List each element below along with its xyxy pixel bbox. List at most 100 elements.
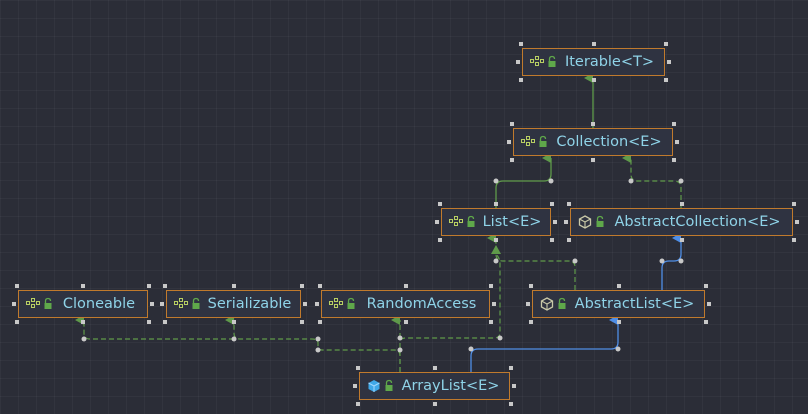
node-serializable[interactable]: Serializable <box>166 290 301 318</box>
lock-icon <box>43 297 53 311</box>
selection-handle[interactable] <box>318 320 322 324</box>
selection-handle[interactable] <box>516 60 520 64</box>
interface-icon <box>448 214 464 230</box>
selection-handle[interactable] <box>672 158 676 162</box>
selection-handle[interactable] <box>231 284 236 288</box>
selection-handle[interactable] <box>356 366 360 370</box>
edge-array-list-to-serializable[interactable] <box>225 315 401 372</box>
selection-handle[interactable] <box>519 42 523 46</box>
selection-handle[interactable] <box>591 42 596 46</box>
selection-handle[interactable] <box>591 78 596 82</box>
selection-handle[interactable] <box>529 320 533 324</box>
selection-handle[interactable] <box>163 284 167 288</box>
selection-handle[interactable] <box>507 140 511 144</box>
selection-handle[interactable] <box>147 320 151 324</box>
selection-handle[interactable] <box>353 384 357 388</box>
node-list[interactable]: List<E> <box>441 208 551 236</box>
selection-handle[interactable] <box>529 284 533 288</box>
selection-handle[interactable] <box>792 238 796 242</box>
selection-handle[interactable] <box>679 238 684 242</box>
selection-handle[interactable] <box>591 158 595 162</box>
selection-handle[interactable] <box>489 284 493 288</box>
selection-handle[interactable] <box>403 284 408 288</box>
node-abstract-collection[interactable]: AbstractCollection<E> <box>570 208 793 236</box>
selection-handle[interactable] <box>15 284 19 288</box>
node-iterable[interactable]: Iterable<T> <box>522 48 665 76</box>
selection-handle[interactable] <box>512 384 516 388</box>
selection-handle[interactable] <box>318 284 322 288</box>
selection-handle[interactable] <box>704 320 708 324</box>
selection-handle[interactable] <box>667 60 671 64</box>
selection-handle[interactable] <box>160 302 164 306</box>
selection-handle[interactable] <box>403 320 408 324</box>
node-label: List<E> <box>482 214 542 230</box>
edge-abstract-list-to-list[interactable] <box>487 233 576 290</box>
selection-handle[interactable] <box>81 284 85 288</box>
node-abstract-list[interactable]: AbstractList<E> <box>532 290 705 318</box>
selection-handle[interactable] <box>432 366 437 370</box>
selection-handle[interactable] <box>494 202 498 206</box>
node-label: Serializable <box>207 296 292 312</box>
selection-handle[interactable] <box>664 78 668 82</box>
node-cloneable[interactable]: Cloneable <box>18 290 148 318</box>
selection-handle[interactable] <box>315 302 319 306</box>
node-label: ArrayList<E> <box>401 378 500 394</box>
node-collection[interactable]: Collection<E> <box>513 128 673 156</box>
selection-handle[interactable] <box>150 302 154 306</box>
selection-handle[interactable] <box>494 238 498 242</box>
selection-handle[interactable] <box>567 238 571 242</box>
selection-handle[interactable] <box>489 320 493 324</box>
lock-icon <box>384 379 394 393</box>
selection-handle[interactable] <box>438 238 442 242</box>
selection-handle[interactable] <box>564 220 568 224</box>
selection-handle[interactable] <box>438 202 442 206</box>
node-label: Collection<E> <box>556 134 662 150</box>
edge-array-list-to-abstract-list[interactable] <box>470 315 619 372</box>
selection-handle[interactable] <box>519 78 523 82</box>
interface-icon <box>25 296 41 312</box>
selection-handle[interactable] <box>435 220 439 224</box>
selection-handle[interactable] <box>303 302 307 306</box>
selection-handle[interactable] <box>147 284 151 288</box>
selection-handle[interactable] <box>675 140 679 144</box>
selection-handle[interactable] <box>432 402 437 406</box>
selection-handle[interactable] <box>15 320 19 324</box>
node-label: Iterable<T> <box>564 54 655 70</box>
selection-handle[interactable] <box>591 122 595 126</box>
node-label: RandomAccess <box>366 296 477 312</box>
selection-handle[interactable] <box>509 366 513 370</box>
selection-handle[interactable] <box>704 284 708 288</box>
selection-handle[interactable] <box>707 302 711 306</box>
selection-handle[interactable] <box>792 202 796 206</box>
edge-abstract-collection-to-collection[interactable] <box>622 153 682 208</box>
lock-icon <box>595 215 605 229</box>
selection-handle[interactable] <box>567 202 571 206</box>
selection-handle[interactable] <box>616 320 621 324</box>
selection-handle[interactable] <box>553 220 557 224</box>
selection-handle[interactable] <box>300 284 304 288</box>
selection-handle[interactable] <box>231 320 236 324</box>
selection-handle[interactable] <box>679 202 684 206</box>
edge-list-to-collection[interactable] <box>495 153 552 208</box>
selection-handle[interactable] <box>510 122 514 126</box>
node-label: AbstractCollection<E> <box>614 214 781 230</box>
selection-handle[interactable] <box>81 320 85 324</box>
selection-handle[interactable] <box>300 320 304 324</box>
selection-handle[interactable] <box>664 42 668 46</box>
selection-handle[interactable] <box>616 284 621 288</box>
selection-handle[interactable] <box>163 320 167 324</box>
selection-handle[interactable] <box>356 402 360 406</box>
selection-handle[interactable] <box>492 302 496 306</box>
selection-handle[interactable] <box>12 302 16 306</box>
selection-handle[interactable] <box>510 158 514 162</box>
node-array-list[interactable]: ArrayList<E> <box>359 372 510 400</box>
selection-handle[interactable] <box>550 202 554 206</box>
selection-handle[interactable] <box>672 122 676 126</box>
edge-abstract-list-to-abstract-collection[interactable] <box>661 233 682 290</box>
selection-handle[interactable] <box>526 302 530 306</box>
node-random-access[interactable]: RandomAccess <box>321 290 490 318</box>
selection-handle[interactable] <box>795 220 799 224</box>
edge-array-list-to-cloneable[interactable] <box>75 315 234 340</box>
selection-handle[interactable] <box>550 238 554 242</box>
selection-handle[interactable] <box>509 402 513 406</box>
